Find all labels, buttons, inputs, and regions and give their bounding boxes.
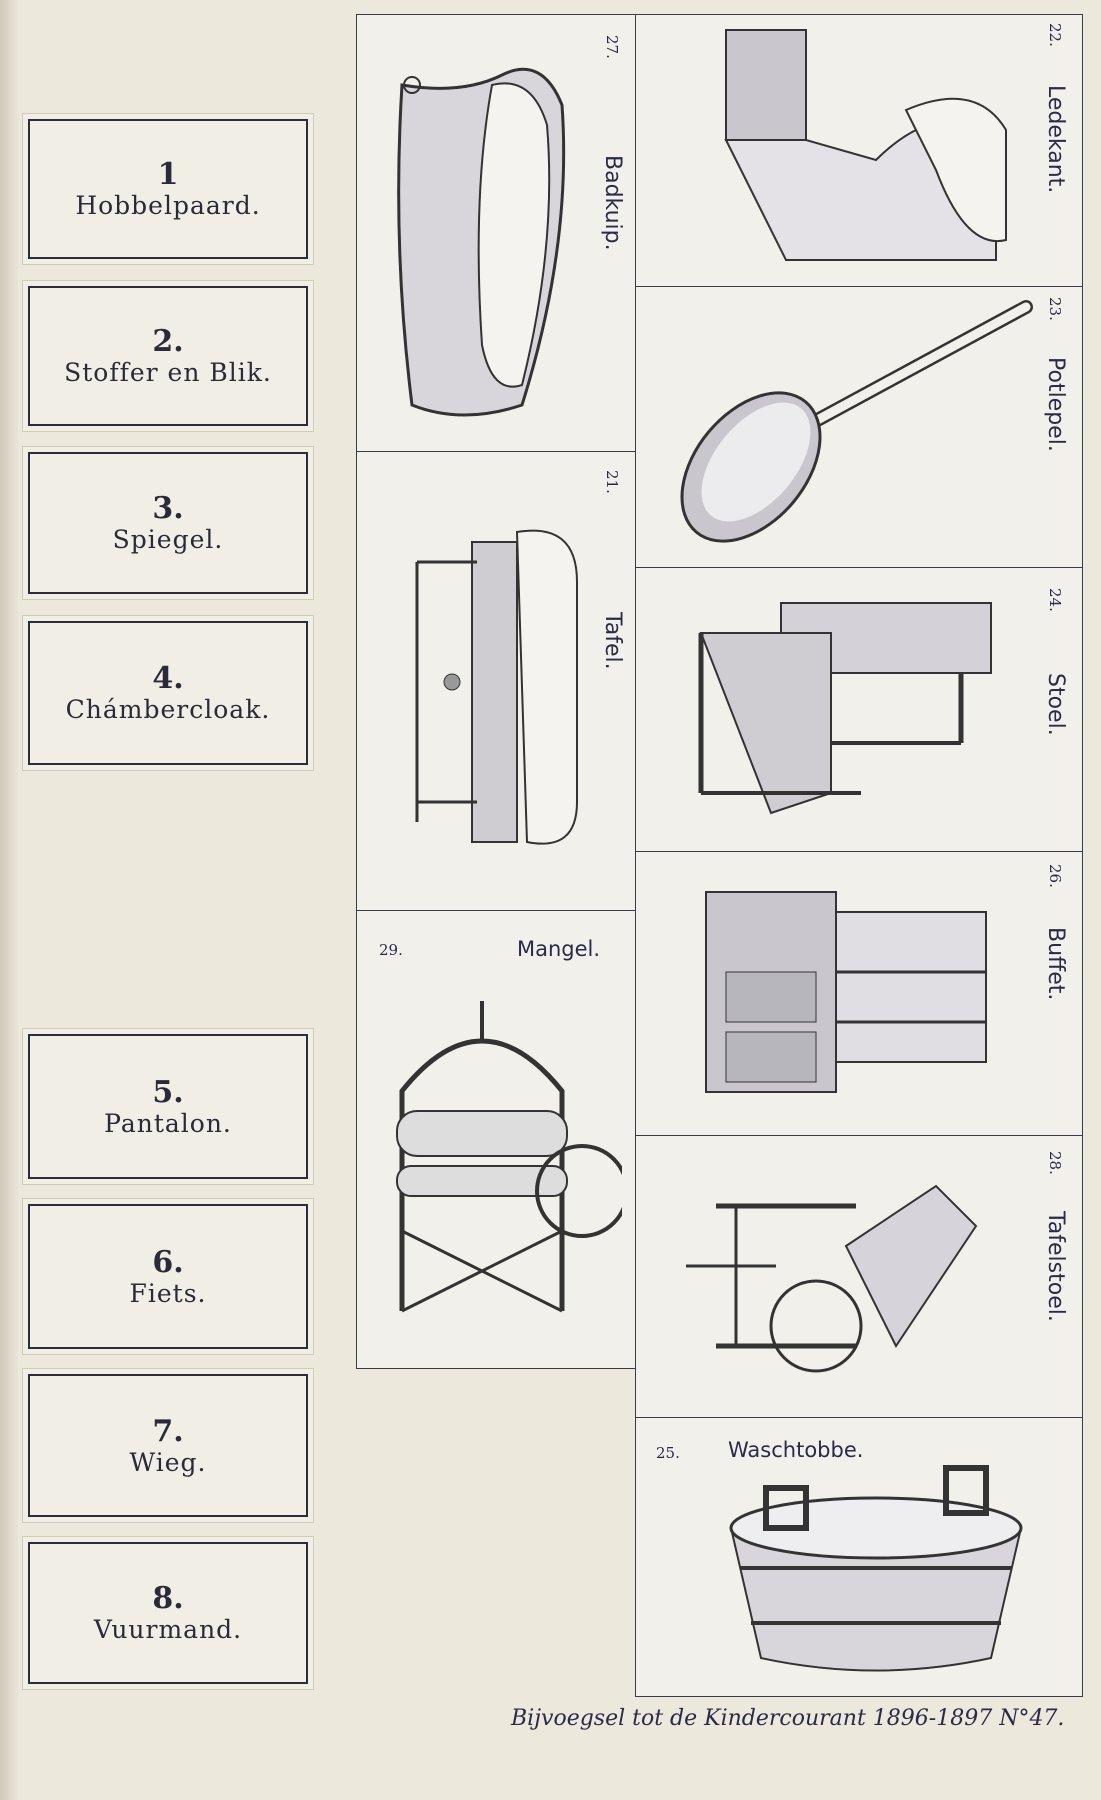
mangle-illustration xyxy=(396,1001,622,1313)
picture-number: 28. xyxy=(1046,1151,1064,1175)
picture-stoel: 24. Stoel. xyxy=(635,567,1083,852)
picture-number: 23. xyxy=(1046,297,1064,321)
picture-label: Tafel. xyxy=(600,612,625,670)
chair-illustration xyxy=(698,602,992,815)
picture-label: Waschtobbe. xyxy=(728,1438,864,1462)
page-gutter xyxy=(0,0,20,1800)
word-label: Spiegel. xyxy=(112,525,224,554)
word-label: Wieg. xyxy=(129,1447,207,1477)
picture-number: 25. xyxy=(656,1444,680,1462)
word-number: 4. xyxy=(152,661,184,696)
footer-caption: Bijvoegsel tot de Kindercourant 1896-189… xyxy=(511,1706,1065,1731)
bathtub-illustration xyxy=(397,67,566,417)
picture-number: 24. xyxy=(1046,588,1064,612)
picture-tafel: 21. Tafel. xyxy=(356,451,636,911)
picture-label: Mangel. xyxy=(517,937,601,961)
picture-label: Potlepel. xyxy=(1043,357,1068,452)
word-card-8: 8.Vuurmand. xyxy=(22,1536,314,1690)
word-label: Chámbercloak. xyxy=(65,695,271,724)
picture-ledekant: 22. Ledekant. xyxy=(635,14,1083,287)
word-card-5: 5.Pantalon. xyxy=(22,1028,314,1185)
ladle-illustration xyxy=(680,300,1033,543)
word-card-7: 7.Wieg. xyxy=(22,1368,314,1523)
picture-number: 29. xyxy=(379,941,403,959)
picture-label: Badkuip. xyxy=(600,155,625,251)
picture-tafelstoel: 28. Tafelstoel. xyxy=(635,1135,1083,1418)
picture-label: Ledekant. xyxy=(1043,85,1068,194)
word-card-3: 3.Spiegel. xyxy=(22,446,314,600)
word-number: 3. xyxy=(152,491,184,526)
word-label: Hobbelpaard. xyxy=(75,191,261,220)
picture-mangel: 29. Mangel. xyxy=(356,910,636,1369)
picture-potlepel: 23. Potlepel. xyxy=(635,286,1083,568)
picture-label: Stoel. xyxy=(1043,673,1068,736)
word-card-6: 6.Fiets. xyxy=(22,1198,314,1355)
table-illustration xyxy=(415,529,578,845)
word-number: 5. xyxy=(152,1074,184,1110)
picture-label: Tafelstoel. xyxy=(1043,1211,1068,1322)
washtub-illustration xyxy=(729,1465,1023,1672)
word-label: Pantalon. xyxy=(104,1108,232,1138)
word-label: Stoffer en Blik. xyxy=(64,358,272,387)
picture-number: 21. xyxy=(603,470,621,494)
bed-illustration xyxy=(724,29,1007,261)
word-card-2: 2.Stoffer en Blik. xyxy=(22,280,314,432)
picture-buffet: 26. Buffet. xyxy=(635,851,1083,1136)
word-label: Fiets. xyxy=(129,1278,207,1308)
word-number: 8. xyxy=(152,1581,184,1616)
word-number: 7. xyxy=(152,1413,184,1449)
word-number: 2. xyxy=(152,324,184,359)
picture-badkuip: 27. Badkuip. xyxy=(356,14,636,452)
word-card-4: 4.Chámbercloak. xyxy=(22,615,314,771)
word-label: Vuurmand. xyxy=(93,1615,243,1644)
buffet-illustration xyxy=(705,891,987,1093)
picture-waschtobbe: 25. Waschtobbe. xyxy=(635,1417,1083,1697)
picture-number: 22. xyxy=(1046,23,1064,47)
word-number: 6. xyxy=(152,1244,184,1280)
word-number: 1 xyxy=(157,157,179,192)
picture-label: Buffet. xyxy=(1043,927,1068,1001)
picture-number: 27. xyxy=(603,35,621,59)
highchair-illustration xyxy=(686,1184,978,1373)
picture-number: 26. xyxy=(1046,864,1064,888)
